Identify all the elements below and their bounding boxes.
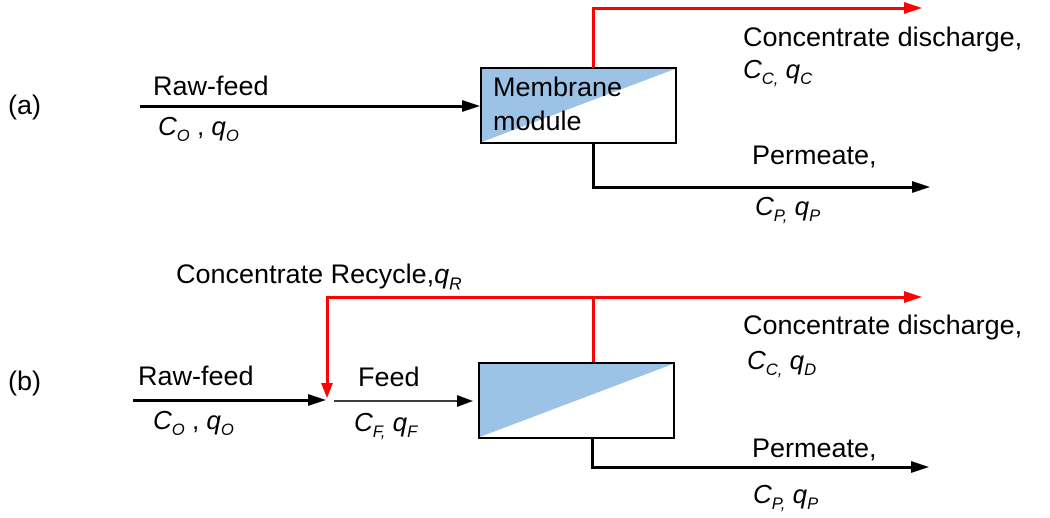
raw-feed-arrowhead-icon-a xyxy=(462,100,480,112)
recycle-vline-b xyxy=(326,296,329,385)
permeate-vline-b xyxy=(591,439,594,469)
raw-feed-line-b xyxy=(133,399,311,402)
raw-feed-vars-b: CO , qO xyxy=(153,405,234,440)
permeate-arrowhead-icon-a xyxy=(912,181,930,193)
permeate-label-a: Permeate, xyxy=(752,140,877,170)
permeate-vars-a: CP, qP xyxy=(755,191,821,226)
concentrate-label-b: Concentrate discharge, xyxy=(743,310,1023,340)
membrane-module-box-b xyxy=(478,362,675,439)
raw-feed-label-a: Raw-feed xyxy=(153,71,269,101)
recycle-label-b: Concentrate Recycle,qR xyxy=(176,259,462,294)
raw-feed-arrowhead-icon-b xyxy=(308,394,326,406)
recycle-hline-b xyxy=(326,296,908,299)
feed-line-b xyxy=(334,400,460,402)
concentrate-vline-b xyxy=(592,296,595,363)
permeate-hline-a xyxy=(592,186,914,189)
feed-label-b: Feed xyxy=(358,362,420,392)
permeate-hline-b xyxy=(591,466,913,469)
permeate-arrowhead-icon-b xyxy=(911,461,929,473)
concentrate-vars-a: CC, qC xyxy=(743,54,813,89)
raw-feed-label-b: Raw-feed xyxy=(138,361,254,391)
permeate-label-b: Permeate, xyxy=(752,433,877,463)
feed-arrowhead-icon-b xyxy=(457,394,473,407)
diagram-a-label: (a) xyxy=(8,90,41,120)
permeate-vline-a xyxy=(592,144,595,189)
concentrate-arrowhead-icon-a xyxy=(904,2,922,14)
concentrate-vline-a xyxy=(592,7,595,68)
feed-vars-b: CF, qF xyxy=(354,407,418,442)
concentrate-vars-b: CC, qD xyxy=(747,345,817,380)
concentrate-arrowhead-icon-b xyxy=(904,291,922,303)
membrane-triangle-icon-b xyxy=(480,364,673,437)
concentrate-hline-a xyxy=(592,7,906,10)
raw-feed-vars-a: CO , qO xyxy=(158,111,239,146)
permeate-vars-b: CP, qP xyxy=(753,479,819,514)
raw-feed-line-a xyxy=(140,105,466,108)
concentrate-label-a: Concentrate discharge, xyxy=(743,22,1023,52)
diagram-b-label: (b) xyxy=(8,366,41,396)
